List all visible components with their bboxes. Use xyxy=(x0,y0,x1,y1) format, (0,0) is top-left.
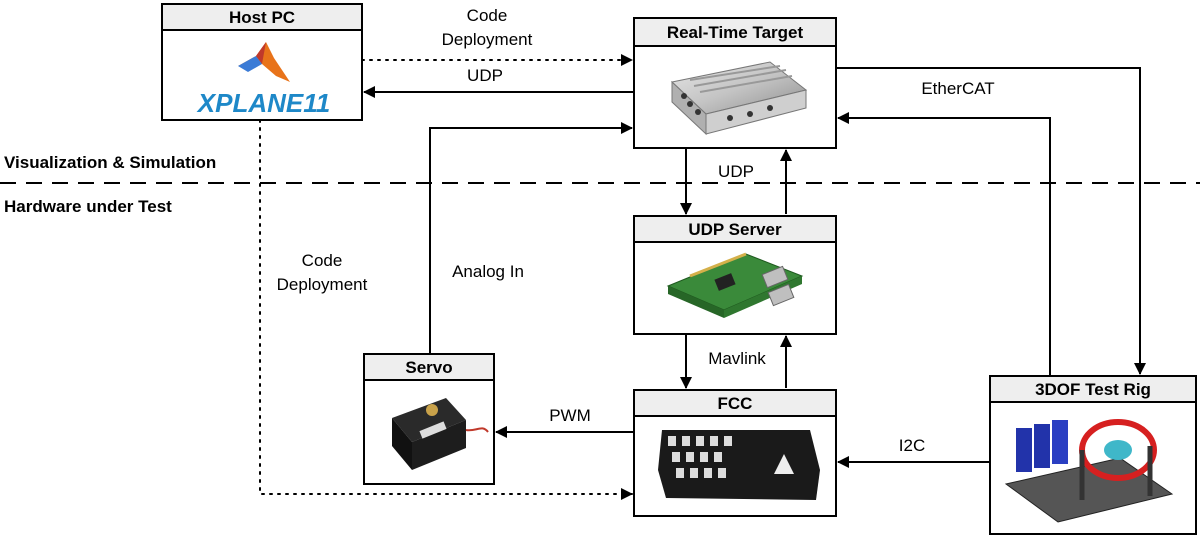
block-title-3dof-test-rig: 3DOF Test Rig xyxy=(1035,380,1151,399)
block-title-real-time-target: Real-Time Target xyxy=(667,23,804,42)
block-servo: Servo xyxy=(363,353,495,485)
label-udp-host: UDP xyxy=(467,66,503,85)
block-title-host-pc: Host PC xyxy=(229,8,295,27)
servo-motor-icon xyxy=(392,398,489,470)
label-code-deployment-top-line1: Code xyxy=(467,6,508,25)
arrow-ethercat-to-rig xyxy=(836,67,1146,375)
label-code-deployment-left-line1: Code xyxy=(302,251,343,270)
section-label-visualization: Visualization & Simulation xyxy=(4,153,216,172)
label-pwm: PWM xyxy=(549,406,591,425)
test-rig-icon xyxy=(1004,419,1174,523)
label-mavlink: Mavlink xyxy=(708,349,766,368)
flight-controller-icon xyxy=(658,430,820,500)
label-ethercat: EtherCAT xyxy=(921,79,994,98)
block-3dof-test-rig: 3DOF Test Rig xyxy=(989,375,1197,535)
block-title-udp-server: UDP Server xyxy=(688,220,782,239)
block-fcc: FCC xyxy=(633,389,837,517)
xplane-logo: XPLANE11 xyxy=(196,88,330,118)
raspberry-pi-board-icon xyxy=(666,252,804,318)
block-title-fcc: FCC xyxy=(718,394,753,413)
arrow-analog-in xyxy=(429,122,633,354)
block-udp-server: UDP Server xyxy=(633,215,837,335)
real-time-target-device-icon xyxy=(670,61,808,136)
label-analog-in: Analog In xyxy=(452,262,524,281)
block-host-pc: Host PC XPLANE11 xyxy=(161,3,363,121)
section-label-hardware: Hardware under Test xyxy=(4,197,172,216)
arrow-rig-to-target xyxy=(837,112,1051,376)
label-code-deployment-left-line2: Deployment xyxy=(277,275,368,294)
block-title-servo: Servo xyxy=(405,358,452,377)
block-real-time-target: Real-Time Target xyxy=(633,17,837,149)
label-udp-server-link: UDP xyxy=(718,162,754,181)
matlab-logo-icon xyxy=(238,42,290,82)
label-code-deployment-top-line2: Deployment xyxy=(442,30,533,49)
label-i2c: I2C xyxy=(899,436,925,455)
